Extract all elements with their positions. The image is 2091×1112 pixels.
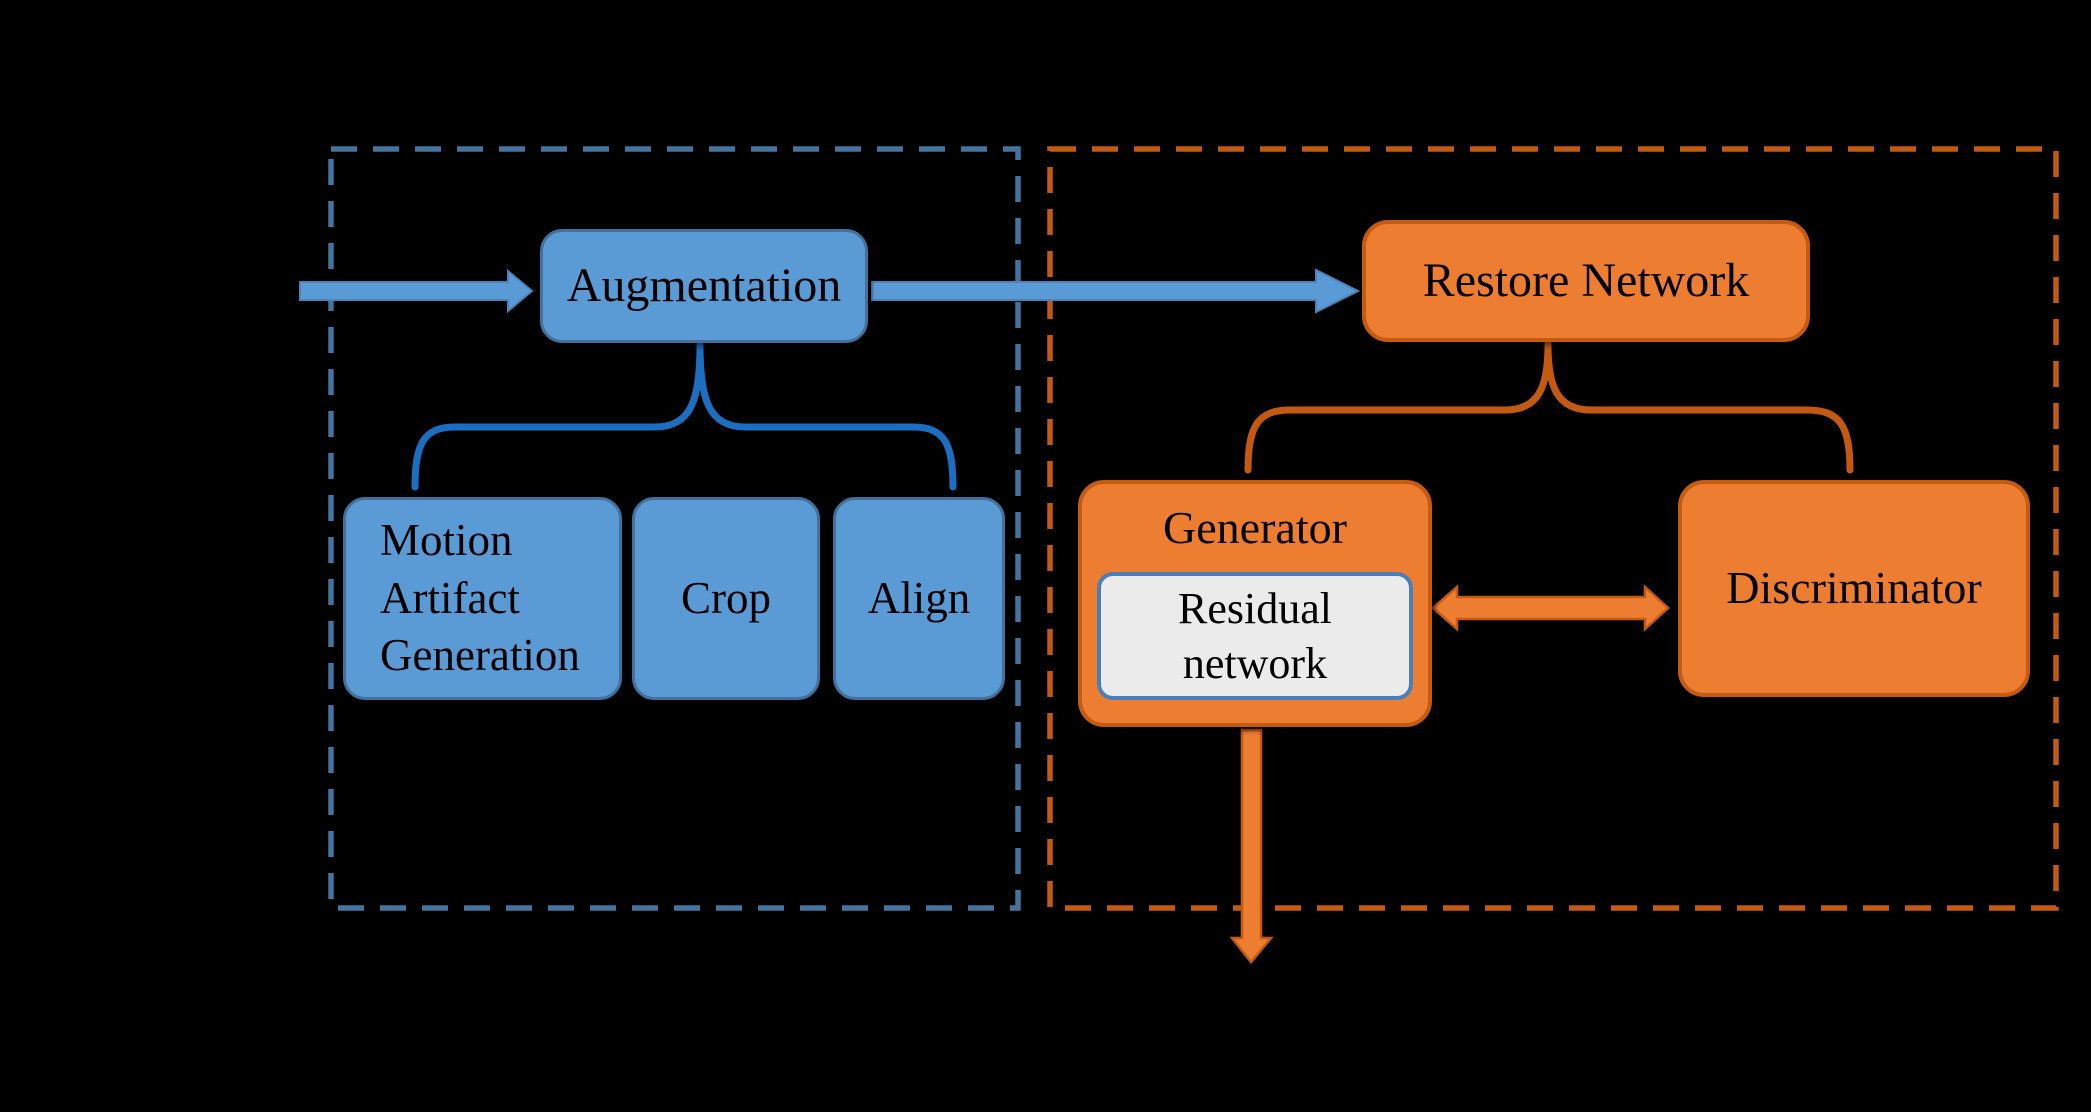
motion-artifact-generation-node: Motion Artifact Generation [343,497,622,700]
generator-output-arrow [1229,728,1274,964]
crop-label: Crop [681,573,771,624]
residual-network-label: Residual network [1178,584,1332,688]
discriminator-node: Discriminator [1678,480,2030,697]
generator-discriminator-arrow [1431,584,1670,632]
augmentation-to-restore-arrow [871,268,1361,314]
crop-node: Crop [632,497,820,700]
augmentation-brace [411,341,957,491]
input-arrow [299,268,534,314]
augmentation-dashed-region [328,146,1021,911]
restore-network-label: Restore Network [1422,253,1750,307]
restore-dashed-region [1047,146,2059,911]
restore-brace [1244,340,1854,474]
align-label: Align [867,573,971,624]
generator-label: Generator [1163,502,1347,553]
motion-artifact-generation-label: Motion Artifact Generation [380,515,580,681]
augmentation-node: Augmentation [540,229,868,343]
augmentation-label: Augmentation [566,258,842,312]
restore-network-node: Restore Network [1362,220,1810,342]
residual-network-node: Residual network [1097,572,1413,700]
align-node: Align [833,497,1005,700]
discriminator-label: Discriminator [1726,562,1982,614]
